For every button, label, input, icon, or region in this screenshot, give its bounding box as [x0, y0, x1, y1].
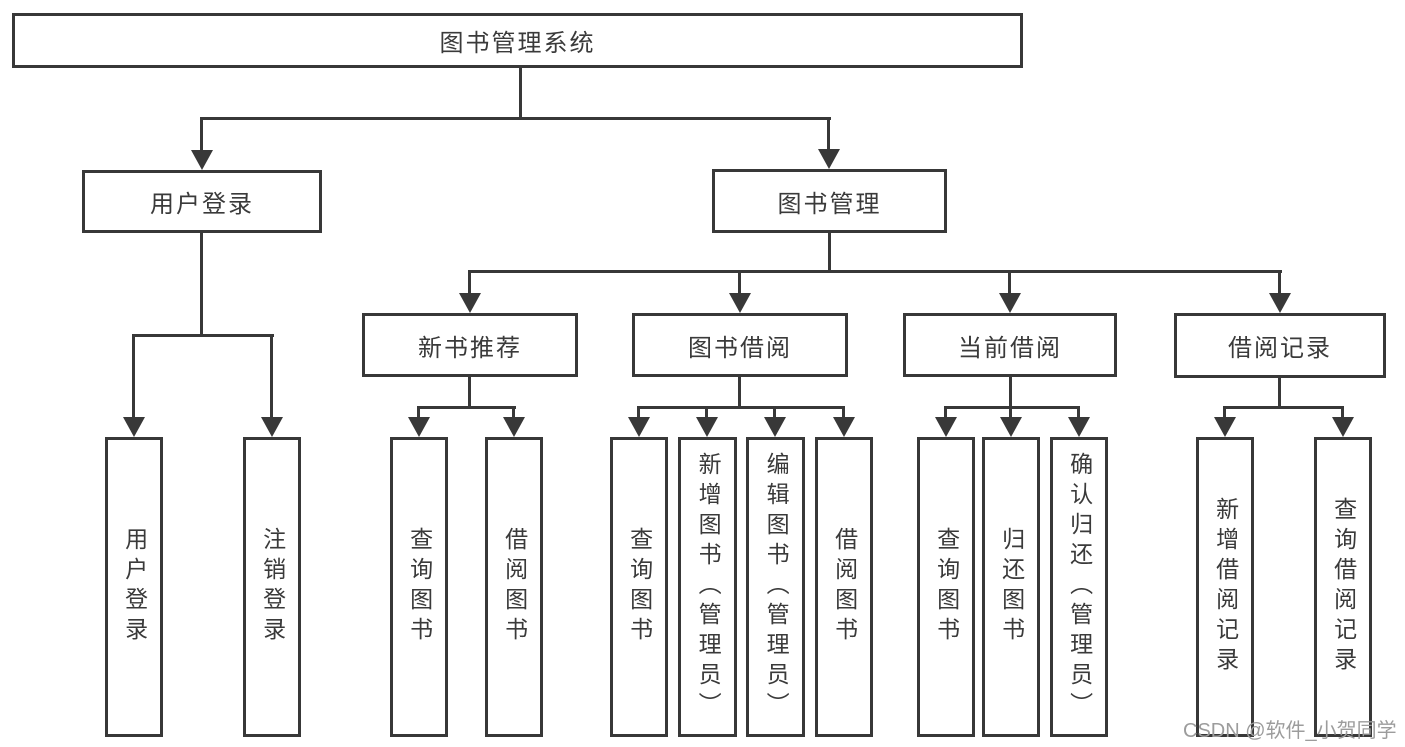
arrow-to-leaf-user-login: [122, 336, 146, 437]
leaf-borrow-books: 借阅图书: [815, 437, 873, 737]
leaf-label: 确认归还（管理员）: [1066, 452, 1093, 722]
leaf-confirm-return-admin: 确认归还（管理员）: [1050, 437, 1108, 737]
arrow-to-leaf-logout-login: [260, 336, 284, 437]
node-current-borrow: 当前借阅: [903, 313, 1117, 377]
leaf-label: 查询借阅记录: [1330, 497, 1357, 677]
leaf-return-book: 归还图书: [982, 437, 1040, 737]
node-label: 图书管理: [777, 190, 882, 218]
arrow-to-leaf-query-books-borrow: [627, 408, 651, 437]
arrow-to-leaf-borrow-books-recommend: [502, 408, 526, 437]
connector-book-borrow-trunk: [738, 376, 741, 407]
connector-book-borrow-rail: [637, 406, 845, 409]
leaf-label: 借阅图书: [501, 527, 528, 647]
node-user-login: 用户登录: [82, 170, 322, 233]
leaf-edit-book-admin: 编辑图书（管理员）: [746, 437, 805, 737]
leaf-label: 归还图书: [998, 527, 1025, 647]
arrow-to-leaf-return-book: [999, 408, 1023, 437]
node-label: 新书推荐: [418, 334, 522, 362]
arrow-to-leaf-query-books-current: [934, 408, 958, 437]
csdn-watermark: CSDN @软件_小贺同学: [1183, 720, 1397, 742]
node-label: 当前借阅: [958, 334, 1062, 362]
node-label: 用户登录: [150, 191, 254, 218]
node-borrow-record: 借阅记录: [1174, 313, 1386, 378]
leaf-query-books-current: 查询图书: [917, 437, 975, 737]
leaf-label: 新增图书（管理员）: [695, 452, 722, 722]
connector-level2-rail: [200, 117, 831, 120]
leaf-label: 新增借阅记录: [1212, 497, 1239, 677]
arrow-to-book-management: [817, 119, 841, 169]
node-label: 图书借阅: [688, 334, 792, 362]
node-new-book-recommend: 新书推荐: [362, 313, 578, 377]
leaf-add-book-admin: 新增图书（管理员）: [678, 437, 737, 737]
node-book-borrow: 图书借阅: [632, 313, 848, 377]
arrow-to-leaf-add-borrow-record: [1213, 408, 1237, 437]
arrow-to-leaf-query-borrow-record: [1331, 408, 1355, 437]
connector-borrow-record-trunk: [1278, 377, 1281, 407]
node-label: 图书管理系统: [439, 30, 596, 57]
arrow-to-leaf-add-book-admin: [695, 408, 719, 437]
connector-new-book-trunk: [468, 376, 471, 407]
arrow-to-leaf-borrow-books: [832, 408, 856, 437]
connector-level3-rail: [468, 270, 1282, 273]
leaf-query-books-recommend: 查询图书: [390, 437, 448, 737]
node-label: 借阅记录: [1228, 335, 1332, 362]
node-library-management-system: 图书管理系统: [12, 13, 1023, 68]
leaf-label: 注销登录: [259, 527, 286, 647]
arrow-to-leaf-confirm-return-admin: [1067, 408, 1091, 437]
connector-new-book-rail: [417, 406, 516, 409]
leaf-label: 查询图书: [626, 527, 653, 647]
leaf-label: 编辑图书（管理员）: [763, 452, 790, 722]
leaf-label: 查询图书: [406, 527, 433, 647]
arrow-to-leaf-edit-book-admin: [763, 408, 787, 437]
connector-user-login-rail: [132, 334, 274, 337]
arrow-to-new-book-recommend: [458, 272, 482, 313]
connector-current-borrow-trunk: [1009, 376, 1012, 407]
leaf-query-books-borrow: 查询图书: [610, 437, 668, 737]
connector-user-login-trunk: [200, 232, 203, 336]
arrow-to-borrow-record: [1268, 272, 1292, 313]
leaf-borrow-books-recommend: 借阅图书: [485, 437, 543, 737]
leaf-label: 用户登录: [121, 527, 148, 647]
arrow-to-book-borrow: [728, 272, 752, 313]
leaf-query-borrow-record: 查询借阅记录: [1314, 437, 1372, 737]
node-book-management: 图书管理: [712, 169, 947, 233]
arrow-to-current-borrow: [998, 272, 1022, 313]
leaf-label: 查询图书: [933, 527, 960, 647]
connector-root-trunk: [519, 66, 522, 119]
connector-borrow-record-rail: [1223, 406, 1344, 409]
leaf-label: 借阅图书: [831, 527, 858, 647]
leaf-add-borrow-record: 新增借阅记录: [1196, 437, 1254, 737]
leaf-user-login: 用户登录: [105, 437, 163, 737]
connector-current-borrow-rail: [944, 406, 1080, 409]
leaf-logout-login: 注销登录: [243, 437, 301, 737]
arrow-to-user-login: [190, 119, 214, 170]
connector-book-management-trunk: [828, 232, 831, 272]
arrow-to-leaf-query-books-recommend: [407, 408, 431, 437]
